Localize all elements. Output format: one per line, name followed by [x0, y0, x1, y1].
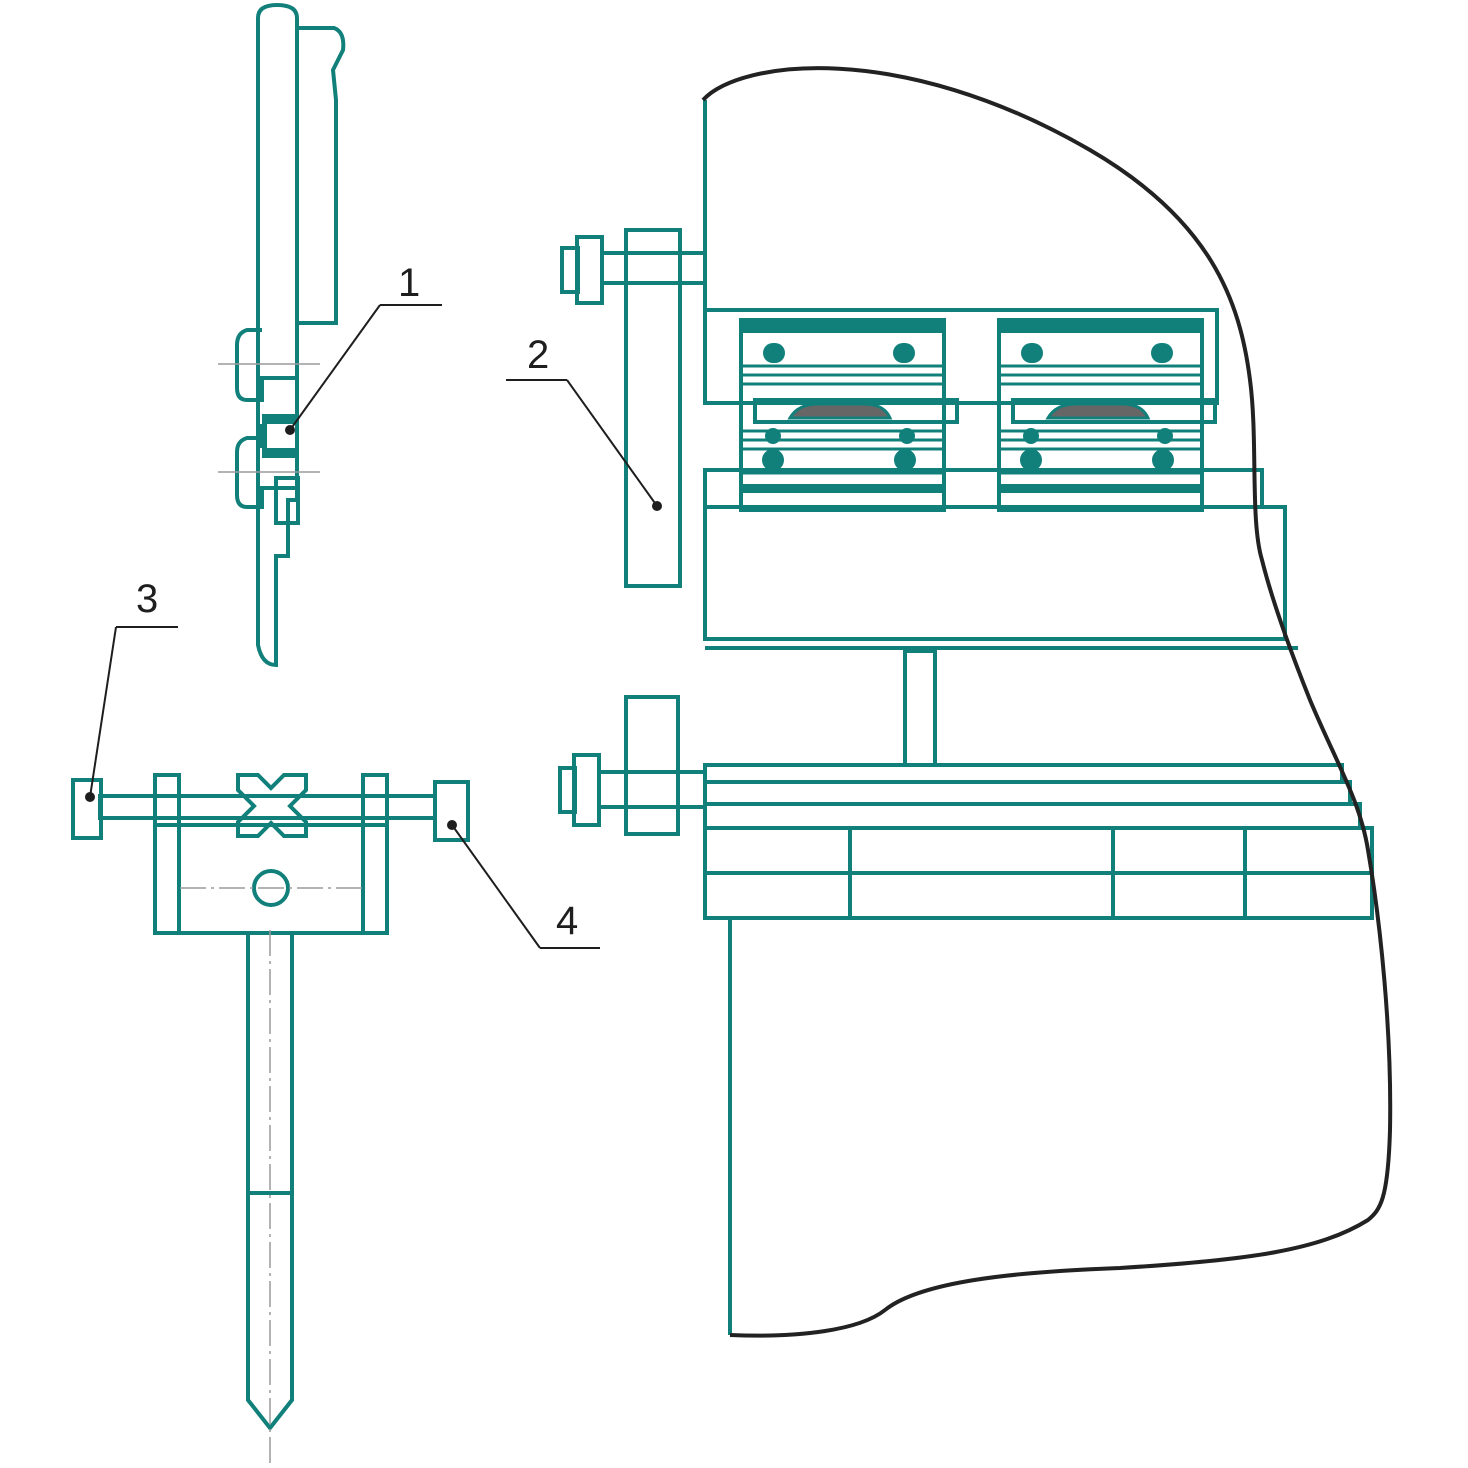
callout-label-2: 2	[527, 333, 549, 377]
lower-table	[703, 763, 1374, 920]
callout-label-1: 1	[398, 261, 420, 305]
side-view-assembly	[218, 2, 346, 668]
post-lower	[624, 695, 680, 836]
bolt-shank-lower	[597, 770, 707, 809]
carriage-right	[997, 318, 1217, 512]
upper-rail	[703, 308, 1219, 405]
callout-label-3: 3	[136, 577, 158, 621]
bolt-shank-upper	[600, 251, 707, 285]
side-view-tab	[274, 476, 300, 525]
rod-end-right	[433, 780, 470, 842]
side-view-clamp-upper	[235, 328, 297, 402]
cross-mark	[236, 773, 308, 838]
bolt-head-upper	[575, 235, 604, 305]
callout-1: 1	[285, 261, 442, 435]
rod-end-left	[71, 778, 103, 840]
carriage-left	[739, 318, 959, 512]
pivot-hole	[252, 869, 290, 907]
bolt-head-lower	[572, 753, 601, 827]
front-view-assembly	[71, 773, 470, 1466]
side-view-plate	[297, 26, 346, 325]
side-view-bar	[256, 2, 299, 668]
callout-label-4: 4	[556, 899, 578, 943]
clamp-post-right	[361, 773, 389, 935]
lower-plate	[703, 505, 1287, 641]
shaded-slot	[1045, 402, 1151, 420]
break-line	[701, 66, 1393, 1338]
side-view-clamp-lower	[235, 436, 297, 509]
side-view-block	[258, 424, 267, 448]
machine-frame-assembly	[558, 66, 1393, 1338]
callout-4: 4	[447, 820, 600, 949]
screw-rod	[98, 794, 437, 820]
callout-3: 3	[85, 577, 178, 802]
marking-needle	[246, 933, 294, 1432]
callout-2: 2	[506, 333, 662, 511]
support-column	[903, 649, 937, 767]
bolt-nut-upper	[560, 246, 580, 294]
shaded-slot	[787, 402, 893, 420]
clamp-body	[153, 823, 389, 935]
side-view-block	[262, 414, 298, 424]
clamp-post-left	[153, 773, 181, 935]
bolt-nut-lower	[558, 766, 577, 814]
post-upper	[624, 228, 682, 588]
side-view-block	[262, 448, 298, 458]
